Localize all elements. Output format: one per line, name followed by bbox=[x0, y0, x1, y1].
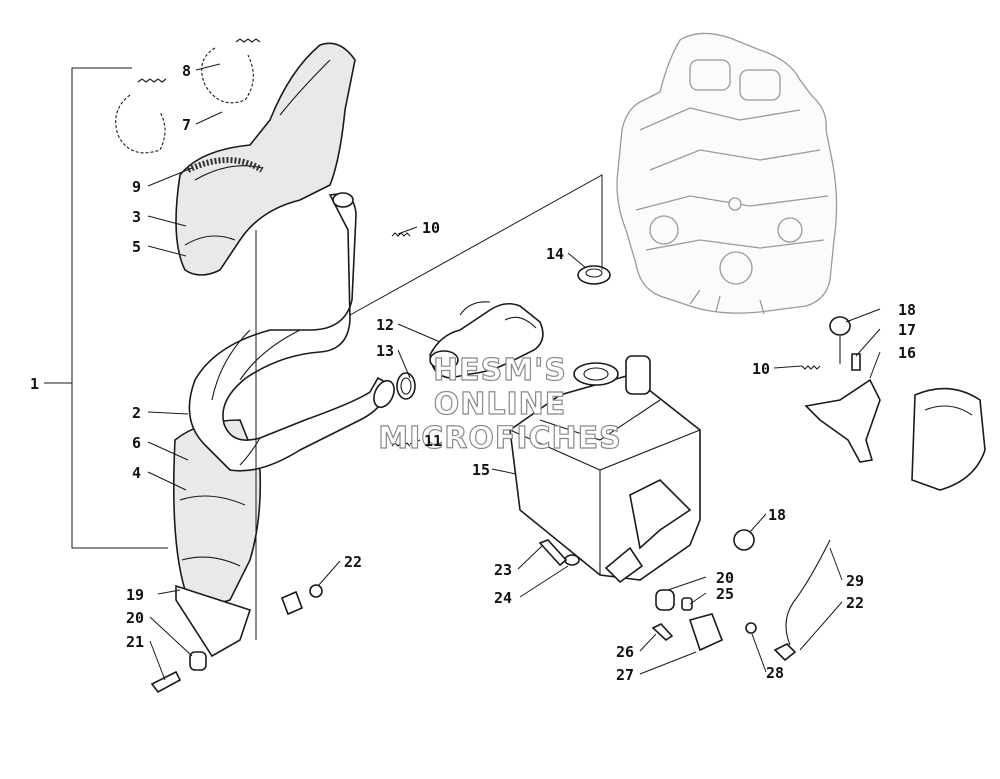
callout-10-upper[interactable]: 10 bbox=[422, 219, 440, 237]
hardware-parts bbox=[150, 529, 831, 694]
callout-23[interactable]: 23 bbox=[494, 561, 512, 579]
expansion-chamber bbox=[188, 192, 395, 472]
callout-25[interactable]: 25 bbox=[716, 585, 734, 603]
callout-13[interactable]: 13 bbox=[376, 342, 394, 360]
callout-16[interactable]: 16 bbox=[898, 344, 916, 362]
callout-26[interactable]: 26 bbox=[616, 643, 634, 661]
callout-10-right[interactable]: 10 bbox=[752, 360, 770, 378]
watermark-line-3: MICROFICHES bbox=[378, 421, 622, 456]
callout-2[interactable]: 2 bbox=[132, 404, 141, 422]
callout-9[interactable]: 9 bbox=[132, 178, 141, 196]
callout-11[interactable]: 11 bbox=[424, 432, 442, 450]
watermark-line-2: ONLINE bbox=[434, 387, 567, 422]
heat-wrap bbox=[186, 157, 264, 173]
callout-29[interactable]: 29 bbox=[846, 572, 864, 590]
watermark: HESM'S ONLINE MICROFICHES bbox=[378, 352, 622, 456]
callout-17[interactable]: 17 bbox=[898, 321, 916, 339]
bracket-assembly bbox=[804, 316, 881, 463]
callout-18-lower[interactable]: 18 bbox=[768, 506, 786, 524]
callout-22-right[interactable]: 22 bbox=[846, 594, 864, 612]
assembly-bracket-lines bbox=[44, 67, 603, 640]
callout-6[interactable]: 6 bbox=[132, 434, 141, 452]
watermark-line-1: HESM'S bbox=[433, 353, 567, 388]
callout-28[interactable]: 28 bbox=[766, 664, 784, 682]
callout-18-upper[interactable]: 18 bbox=[898, 301, 916, 319]
callout-labels: 1 2 3 4 5 6 7 8 9 10 10 11 12 13 14 15 1… bbox=[30, 62, 916, 684]
muffler bbox=[509, 355, 701, 584]
callout-20-left[interactable]: 20 bbox=[126, 609, 144, 627]
callout-20-right[interactable]: 20 bbox=[716, 569, 734, 587]
callout-4[interactable]: 4 bbox=[132, 464, 141, 482]
callout-14[interactable]: 14 bbox=[546, 245, 564, 263]
callout-5[interactable]: 5 bbox=[132, 238, 141, 256]
exhaust-manifold bbox=[429, 301, 544, 379]
leader-lines bbox=[147, 63, 881, 681]
callout-19[interactable]: 19 bbox=[126, 586, 144, 604]
exhaust-chains bbox=[115, 47, 254, 154]
callout-27[interactable]: 27 bbox=[616, 666, 634, 684]
upper-heat-shield bbox=[175, 42, 356, 276]
callout-7[interactable]: 7 bbox=[182, 116, 191, 134]
cover-plate bbox=[911, 387, 986, 491]
callout-24[interactable]: 24 bbox=[494, 589, 512, 607]
exhaust-springs bbox=[137, 38, 261, 83]
gasket-ring bbox=[396, 372, 416, 400]
callout-22-left[interactable]: 22 bbox=[344, 553, 362, 571]
callout-12[interactable]: 12 bbox=[376, 316, 394, 334]
grommet bbox=[577, 265, 611, 285]
callout-21[interactable]: 21 bbox=[126, 633, 144, 651]
engine-illustration bbox=[616, 32, 838, 315]
callout-3[interactable]: 3 bbox=[132, 208, 141, 226]
callout-1[interactable]: 1 bbox=[30, 375, 39, 393]
callout-8[interactable]: 8 bbox=[182, 62, 191, 80]
callout-15[interactable]: 15 bbox=[472, 461, 490, 479]
